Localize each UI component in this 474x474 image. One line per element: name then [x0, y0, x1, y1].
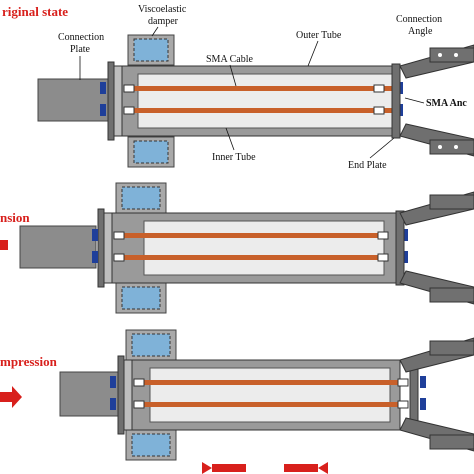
label-sma-cable: SMA Cable — [206, 54, 254, 65]
label-outer-tube: Outer Tube — [296, 30, 342, 41]
viscoelastic-damper-bottom — [127, 136, 175, 168]
arrow-right-legend — [284, 462, 328, 474]
arrow-left-legend — [202, 462, 246, 474]
connection-plate-ext — [19, 225, 97, 269]
sma-cable-top — [126, 86, 392, 91]
state-label-compression: mpression — [0, 354, 58, 369]
extension-arrow — [0, 240, 8, 250]
connection-angle-ext — [399, 191, 474, 305]
state-label-original: riginal state — [2, 4, 68, 19]
label-sma-anchor: SMA Anc — [426, 98, 467, 109]
original-state-panel: riginal state — [2, 4, 474, 171]
sma-cable-ext-top — [116, 233, 386, 238]
compression-arrow — [0, 386, 22, 408]
state-label-extension: nsion — [0, 210, 30, 225]
viscoelastic-damper-comp-bottom — [125, 429, 177, 461]
sma-cable-comp-top — [134, 380, 404, 385]
inner-tube — [137, 73, 395, 129]
label-viscoelastic-1: Viscoelastic — [138, 4, 187, 15]
connection-plate — [37, 78, 109, 122]
label-end-plate: End Plate — [348, 160, 387, 171]
label-connection-plate-2: Plate — [70, 44, 91, 55]
viscoelastic-damper-comp-top — [125, 329, 177, 361]
label-connection-angle-1: Connection — [396, 14, 442, 25]
cable-clamps — [123, 84, 385, 115]
connection-angle — [399, 44, 474, 157]
compression-state-panel: mpression — [0, 329, 474, 474]
label-connection-angle-2: Angle — [408, 26, 433, 37]
inner-tube-comp — [149, 367, 391, 423]
sma-cable-comp-bottom — [134, 402, 404, 407]
label-inner-tube: Inner Tube — [212, 152, 256, 163]
viscoelastic-damper-ext-top — [115, 182, 167, 214]
viscoelastic-damper-top — [127, 34, 175, 66]
label-viscoelastic-2: damper — [148, 16, 179, 27]
connection-angle-comp — [399, 337, 474, 452]
sma-cable-ext-bottom — [116, 255, 386, 260]
extension-state-panel: nsion — [0, 182, 474, 314]
label-connection-plate-1: Connection — [58, 32, 104, 43]
viscoelastic-damper-ext-bottom — [115, 282, 167, 314]
sma-cable-bottom — [126, 108, 392, 113]
end-plate — [391, 63, 401, 139]
inner-tube-ext — [143, 220, 385, 276]
